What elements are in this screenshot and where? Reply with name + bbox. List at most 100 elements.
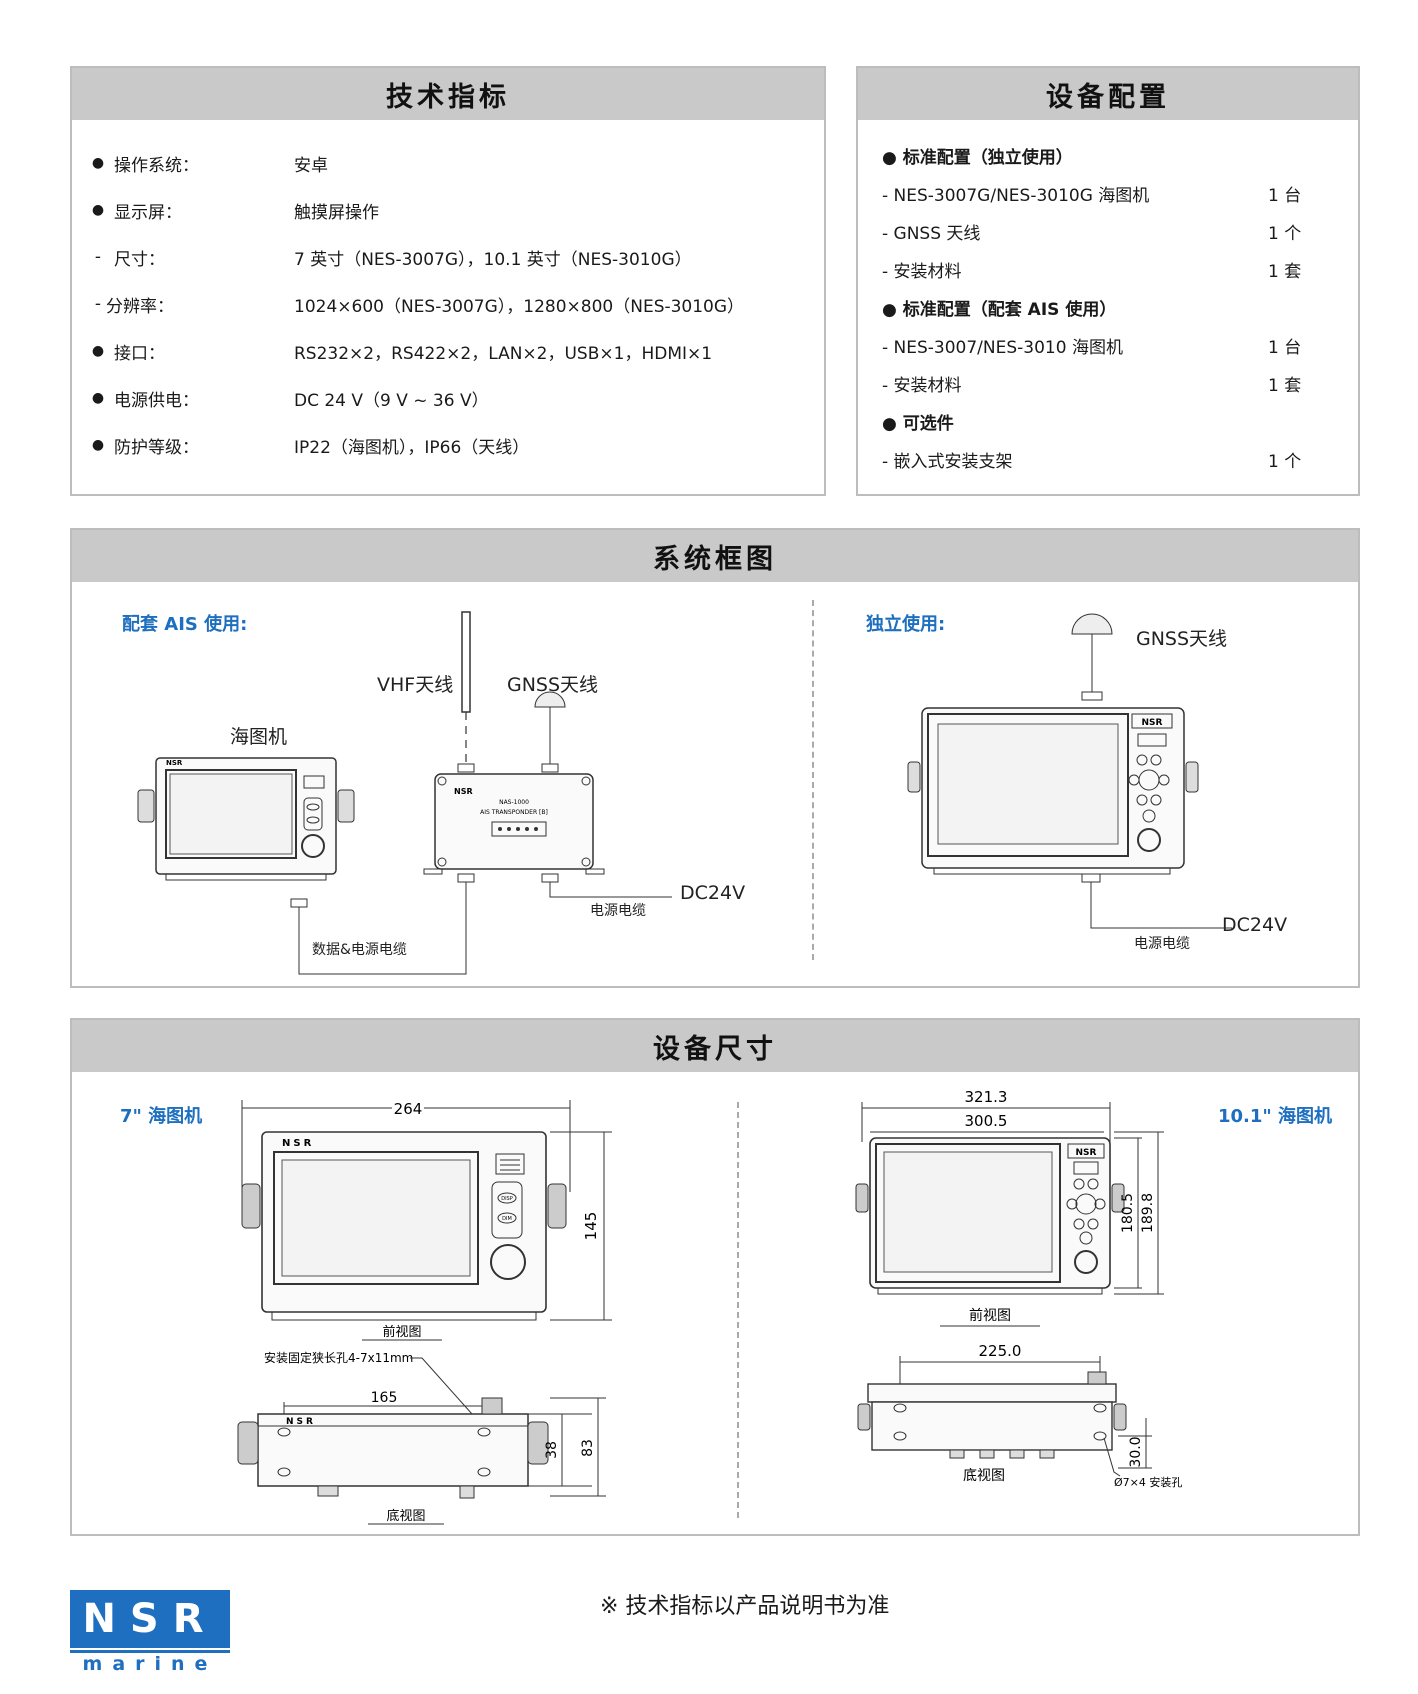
spec-row: ● 显示屏： 触摸屏操作	[88, 195, 379, 225]
depth-38-dimension: 38	[544, 1441, 560, 1459]
logo-nsr-text: NSR	[70, 1590, 230, 1648]
config-qty: 1 套	[1268, 375, 1302, 396]
gnss-antenna-label: GNSS天线	[1136, 628, 1228, 650]
front-view-caption: 前视图	[382, 1324, 421, 1340]
slot-note: 安装固定狭长孔4-7x11mm	[264, 1350, 413, 1365]
nsr-marine-logo: NSR marine	[70, 1590, 230, 1676]
config-item: - 安装材料 1 套	[882, 368, 1301, 398]
data-cable-label: 数据&电源电缆	[312, 942, 407, 958]
config-item: - 安装材料 1 套	[882, 254, 1301, 284]
config-qty: 1 台	[1268, 185, 1302, 206]
config-text: - 嵌入式安装支架	[882, 451, 1013, 472]
spec-row: ● 防护等级： IP22（海图机），IP66（天线）	[88, 430, 529, 460]
chartplotter-label: 海图机	[230, 726, 288, 748]
section-divider	[737, 1102, 739, 1518]
dash-marker: -	[94, 294, 102, 314]
dc24v-label: DC24V	[680, 882, 746, 904]
spec-value: 7 英寸（NES-3007G），10.1 英寸（NES-3010G）	[294, 249, 692, 270]
config-qty: 1 个	[1268, 223, 1302, 244]
device-brand-text: NSR	[1142, 718, 1163, 728]
device-brand-text: NSR	[1076, 1148, 1097, 1158]
bullet-icon: ●	[91, 202, 105, 218]
dash-marker: -	[94, 247, 102, 267]
height-dimension: 145	[582, 1212, 600, 1241]
ais-usage-label: 配套 AIS 使用:	[122, 614, 248, 635]
system-title: 系统框图	[72, 530, 1358, 582]
spec-value: 安卓	[294, 155, 328, 176]
config-item: - NES-3007G/NES-3010G 海图机 1 台	[882, 178, 1301, 208]
depth-30-dimension: 30.0	[1128, 1436, 1144, 1467]
config-text: ● 标准配置（独立使用）	[882, 147, 1073, 168]
seven-inch-drawing: 264 NSR DISP DIM 145 前视图 安装固定狭长孔4-7x11mm…	[237, 1098, 612, 1525]
spec-label: 操作系统：	[114, 155, 199, 176]
seven-inch-label: 7" 海图机	[120, 1106, 203, 1127]
config-text: ● 标准配置（配套 AIS 使用）	[882, 299, 1117, 320]
config-text: - NES-3007/NES-3010 海图机	[882, 337, 1123, 358]
hole-note: Ø7×4 安装孔	[1114, 1475, 1182, 1489]
spec-label: 显示屏：	[114, 202, 182, 223]
config-text: - 安装材料	[882, 375, 962, 396]
spec-value: 1024×600（NES-3007G），1280×800（NES-3010G）	[294, 296, 745, 317]
config-text: - GNSS 天线	[882, 223, 981, 244]
config-item: - GNSS 天线 1 个	[882, 216, 1301, 246]
spec-value: DC 24 V（9 V ~ 36 V）	[294, 390, 489, 411]
system-diagram-panel: 系统框图 配套 AIS 使用: 独立使用: VHF天线 GNSS天线 海图机 电…	[70, 528, 1360, 988]
spec-row: - 尺寸： 7 英寸（NES-3007G），10.1 英寸（NES-3010G）	[88, 242, 692, 272]
spec-row: ● 电源供电： DC 24 V（9 V ~ 36 V）	[88, 383, 489, 413]
ais-name-text: AIS TRANSPONDER [B]	[480, 809, 548, 816]
ten-inch-label: 10.1" 海图机	[1218, 1106, 1333, 1127]
standalone-usage-label: 独立使用:	[866, 614, 946, 635]
spec-value: RS232×2，RS422×2，LAN×2，USB×1，HDMI×1	[294, 343, 713, 364]
config-text: - 安装材料	[882, 261, 962, 282]
bottom-view-caption: 底视图	[963, 1468, 1005, 1484]
inner-width-dimension: 300.5	[965, 1112, 1008, 1130]
dimensions-panel: 设备尺寸 7" 海图机 10.1" 海图机 264 NSR DISP DIM 1…	[70, 1018, 1360, 1536]
width-dimension: 264	[394, 1100, 423, 1118]
config-qty: 1 台	[1268, 337, 1302, 358]
spec-label: 分辨率：	[106, 296, 174, 317]
outer-width-dimension: 321.3	[965, 1088, 1008, 1106]
bullet-icon: ●	[91, 390, 105, 406]
ais-system-drawing: NSR NAS-1000 AIS TRANSPONDER [B] NSR	[137, 611, 672, 975]
spec-row: ● 接口： RS232×2，RS422×2，LAN×2，USB×1，HDMI×1	[88, 336, 712, 366]
gnss-antenna-label: GNSS天线	[507, 674, 599, 696]
dc24v-label: DC24V	[1222, 914, 1288, 936]
standalone-system-drawing: NSR	[907, 613, 1232, 929]
section-divider	[812, 600, 814, 960]
config-group-heading: ● 可选件	[882, 406, 954, 436]
config-text: - NES-3007G/NES-3010G 海图机	[882, 185, 1150, 206]
bullet-icon: ●	[91, 437, 105, 453]
power-cable-label: 电源电缆	[1134, 936, 1190, 952]
config-qty: 1 套	[1268, 261, 1302, 282]
config-qty: 1 个	[1268, 451, 1302, 472]
config-title: 设备配置	[858, 68, 1358, 120]
config-panel: 设备配置 ● 标准配置（独立使用） - NES-3007G/NES-3010G …	[856, 66, 1360, 496]
disclaimer-note: ※ 技术指标以产品说明书为准	[600, 1594, 890, 1619]
hole-spacing-dimension: 225.0	[979, 1342, 1022, 1360]
spec-title: 技术指标	[72, 68, 824, 120]
power-cable-label: 电源电缆	[590, 903, 646, 919]
front-brand-text: NSR	[282, 1138, 314, 1149]
dim-button-text: DIM	[502, 1216, 512, 1222]
disp-button-text: DISP	[501, 1196, 513, 1202]
config-group-heading: ● 标准配置（独立使用）	[882, 140, 1073, 170]
spec-value: 触摸屏操作	[294, 202, 379, 223]
bullet-icon: ●	[91, 155, 105, 171]
ten-inch-drawing: 321.3 300.5 NSR 180.5 189.8 前视图	[855, 1088, 1182, 1489]
ais-brand-text: NSR	[454, 787, 473, 796]
spec-label: 电源供电：	[114, 390, 199, 411]
plotter-brand-text: NSR	[166, 759, 183, 767]
spec-panel: 技术指标 ● 操作系统： 安卓 ● 显示屏： 触摸屏操作 - 尺寸： 7 英寸（…	[70, 66, 826, 496]
bottom-view-caption: 底视图	[386, 1508, 425, 1524]
spec-row: - 分辨率： 1024×600（NES-3007G），1280×800（NES-…	[88, 289, 744, 319]
spec-label: 防护等级：	[114, 437, 199, 458]
config-text: ● 可选件	[882, 413, 954, 434]
depth-83-dimension: 83	[580, 1439, 596, 1457]
spec-label: 尺寸：	[114, 249, 165, 270]
bullet-icon: ●	[91, 343, 105, 359]
outer-height-dimension: 189.8	[1140, 1193, 1156, 1233]
dims-title: 设备尺寸	[72, 1020, 1358, 1072]
vhf-antenna-label: VHF天线	[377, 674, 454, 696]
config-item: - 嵌入式安装支架 1 个	[882, 444, 1301, 474]
spec-label: 接口：	[114, 343, 165, 364]
